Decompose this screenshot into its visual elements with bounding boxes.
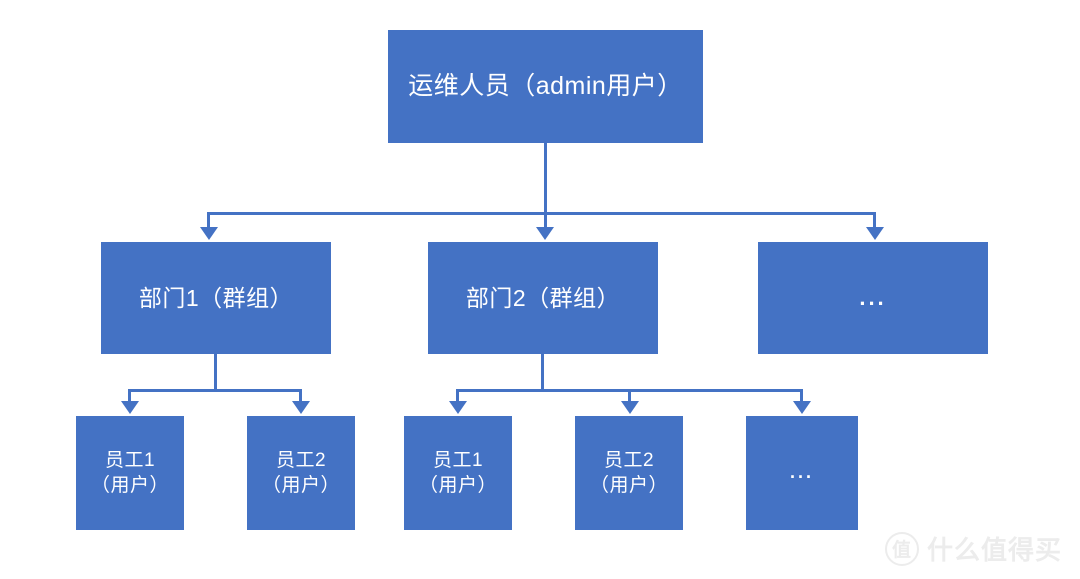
connector-drop-d2-emp1 <box>456 389 459 402</box>
node-dept-more[interactable]: ... <box>758 242 988 354</box>
connector-dept1-bar <box>129 389 302 392</box>
arrowhead-dept1 <box>200 227 218 240</box>
connector-drop-d2-emp2 <box>628 389 631 402</box>
arrowhead-d2-emp1 <box>449 401 467 414</box>
connector-drop-d1-emp2 <box>299 389 302 402</box>
node-dept2-employee1[interactable]: 员工1 （用户） <box>404 416 512 530</box>
connector-drop-dept2 <box>544 212 547 228</box>
connector-drop-dept-more <box>873 212 876 228</box>
connector-drop-d1-emp1 <box>128 389 131 402</box>
arrowhead-d1-emp1 <box>121 401 139 414</box>
arrowhead-d1-emp2 <box>292 401 310 414</box>
connector-drop-d2-more <box>800 389 803 402</box>
arrowhead-dept-more <box>866 227 884 240</box>
connector-dept2-trunk <box>541 354 544 392</box>
connector-dept1-trunk <box>214 354 217 392</box>
connector-admin-trunk <box>544 143 547 215</box>
node-dept1-employee2[interactable]: 员工2 （用户） <box>247 416 355 530</box>
watermark: 值 什么值得买 <box>884 530 1062 567</box>
node-dept1[interactable]: 部门1（群组） <box>101 242 331 354</box>
connector-level2-bar <box>208 212 876 215</box>
node-dept2-employee2[interactable]: 员工2 （用户） <box>575 416 683 530</box>
node-dept2-employee-more[interactable]: ... <box>746 416 858 530</box>
watermark-badge-icon: 值 <box>884 531 919 566</box>
node-dept1-employee1[interactable]: 员工1 （用户） <box>76 416 184 530</box>
arrowhead-d2-more <box>793 401 811 414</box>
connector-drop-dept1 <box>207 212 210 228</box>
arrowhead-dept2 <box>536 227 554 240</box>
watermark-text: 什么值得买 <box>926 535 1062 565</box>
node-admin[interactable]: 运维人员（admin用户） <box>388 30 703 143</box>
node-dept2[interactable]: 部门2（群组） <box>428 242 658 354</box>
arrowhead-d2-emp2 <box>621 401 639 414</box>
